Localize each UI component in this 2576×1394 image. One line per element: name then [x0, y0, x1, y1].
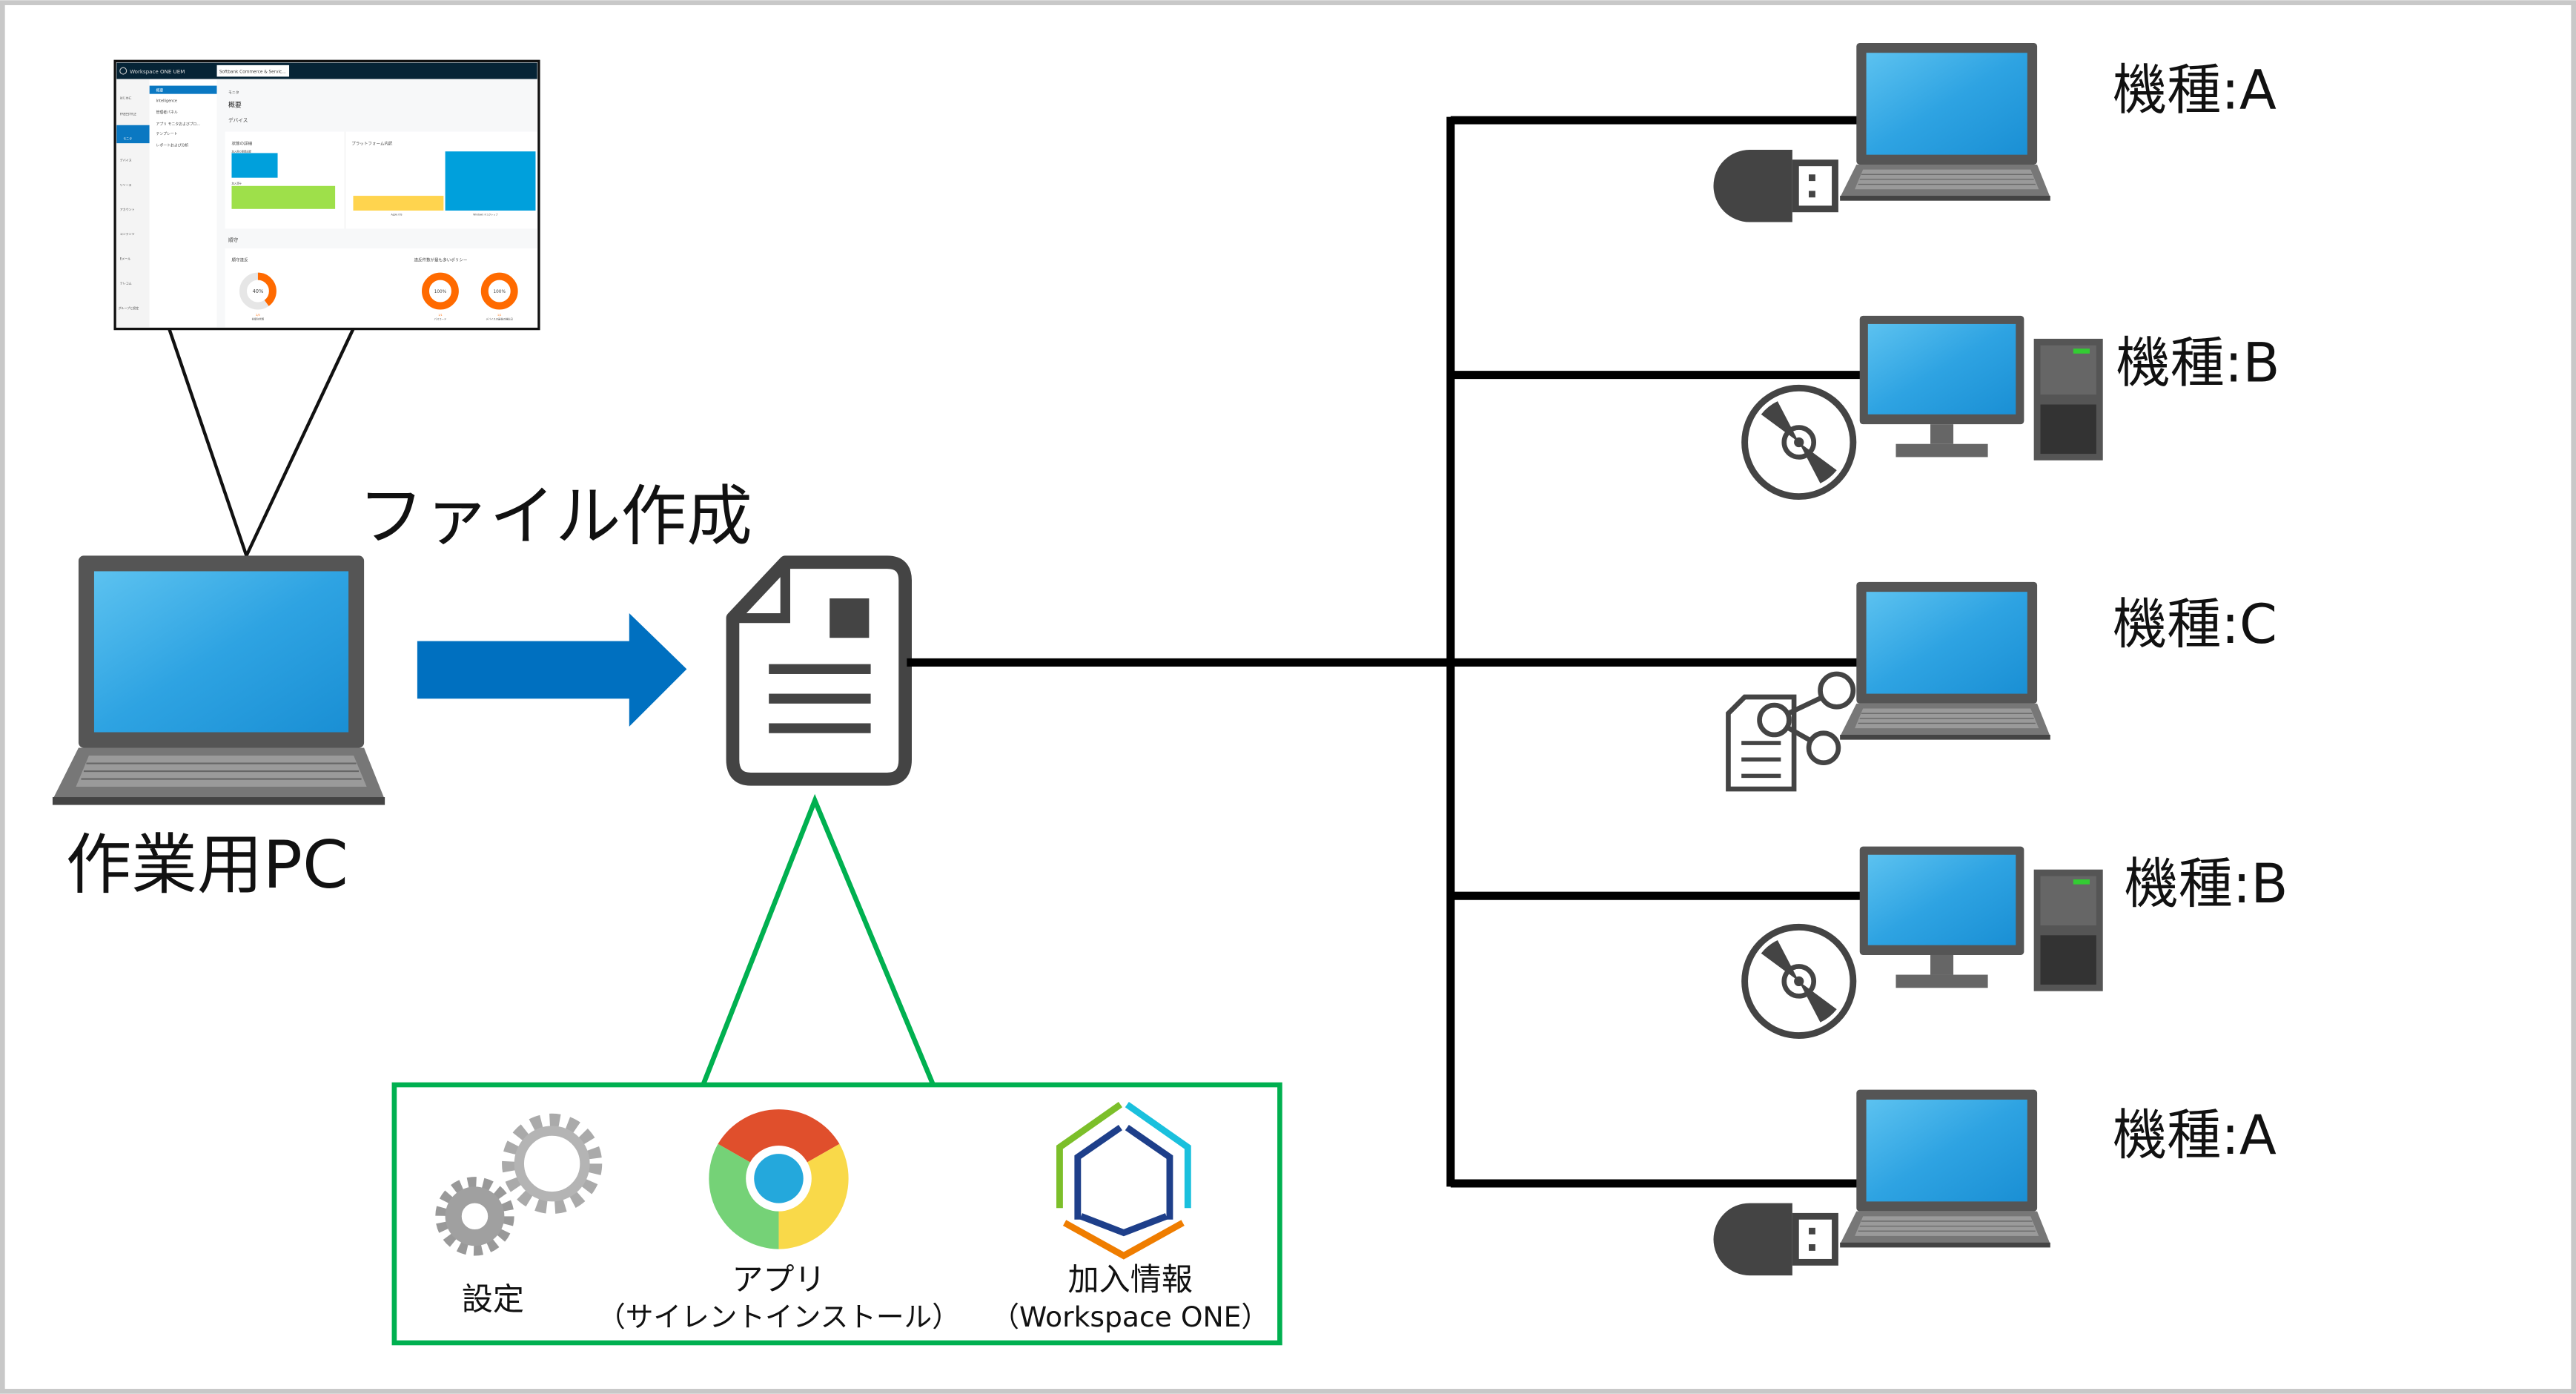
rail-item[interactable]: モニタ — [123, 137, 132, 141]
usb-icon — [1713, 1203, 1838, 1276]
menu-item-overview-active[interactable] — [149, 85, 217, 94]
device-label: 機種:B — [2125, 853, 2288, 916]
enroll-sublabel: （Workspace ONE） — [991, 1301, 1269, 1333]
bar-label: 加入済み — [231, 182, 242, 185]
menu-item[interactable]: Intelligence — [156, 99, 177, 104]
donut-value: 100% — [434, 290, 447, 294]
donut-label: パスコード — [434, 317, 447, 320]
document-icon — [726, 555, 912, 786]
rail-item[interactable]: アカウント — [120, 208, 135, 211]
rail-item[interactable]: テレコム — [120, 282, 132, 285]
card-title: プラットフォーム内訳 — [351, 140, 393, 146]
app-sublabel: （サイレントインストール） — [597, 1301, 960, 1333]
card-title: 順守違反 — [231, 257, 248, 263]
distribution-lines — [907, 116, 1876, 1188]
donut-label: デバイスの最後の検出日 — [486, 317, 513, 320]
rail-item-monitor-active[interactable] — [116, 125, 150, 144]
breadcrumb[interactable]: モニタ — [228, 90, 239, 96]
card-title: 違反件数が最も多いポリシー — [414, 257, 467, 263]
gears-settings-icon — [435, 1113, 603, 1256]
bar-pending — [231, 153, 278, 178]
donut-last-seen — [480, 272, 518, 310]
device-label: 機種:C — [2113, 593, 2277, 656]
uem-logo-icon — [119, 67, 128, 75]
card-title: 状態の詳細 — [231, 140, 252, 146]
donut-ratio: 2/5 — [256, 314, 259, 317]
workspace-one-logo-icon — [1056, 1101, 1191, 1260]
cd-icon — [1745, 927, 1853, 1035]
device-label: 機種:B — [2116, 331, 2279, 394]
menu-item[interactable]: アプリ モニタおよびプロ... — [156, 122, 201, 127]
rail-item[interactable]: Eメール — [120, 257, 130, 260]
org-selector[interactable] — [216, 65, 290, 77]
payload-callout-triangle — [701, 793, 936, 1086]
menu-item[interactable]: 概要 — [156, 87, 164, 93]
org-selector-label: Softbank Commerce & Servic... — [219, 70, 286, 75]
page-title: 概要 — [228, 100, 242, 109]
settings-label: 設定 — [462, 1281, 524, 1318]
menu-item[interactable]: レポートおよび分析 — [156, 143, 189, 148]
device-label: 機種:A — [2113, 59, 2277, 122]
rail-item[interactable]: コンテンツ — [120, 232, 135, 236]
cd-icon — [1745, 388, 1853, 496]
work-pc-laptop-icon — [51, 554, 386, 807]
usb-icon — [1713, 150, 1838, 222]
menu-item[interactable]: テンプレート — [156, 132, 178, 136]
bar-ios — [353, 196, 444, 211]
rail-item[interactable]: デバイス — [120, 159, 132, 162]
arrow-right-icon — [417, 612, 687, 727]
uem-console-screenshot: Workspace ONE UEM Softbank Commerce & Se… — [113, 59, 540, 331]
rail-item[interactable]: FREESTYLE — [120, 112, 137, 116]
device-laptop-icon — [1839, 581, 2051, 741]
donut-passcode — [422, 272, 459, 310]
menu-item[interactable]: 管理者パネル — [156, 110, 178, 115]
enroll-label: 加入情報 — [1068, 1261, 1193, 1298]
uem-app-title: Workspace ONE UEM — [130, 68, 185, 75]
donut-value: 40% — [253, 288, 264, 294]
file-share-icon — [1726, 671, 1856, 792]
device-label: 機種:A — [2113, 1104, 2277, 1167]
device-laptop-icon — [1839, 42, 2051, 202]
device-laptop-icon — [1839, 1089, 2051, 1249]
rail-item[interactable]: グループと設定 — [119, 306, 139, 310]
rail-item[interactable]: リソース — [120, 183, 132, 187]
donut-ratio: 1/1 — [497, 314, 501, 317]
bar-label: 加入用の登録記録 — [231, 149, 251, 153]
rail-item[interactable]: はじめに — [120, 96, 132, 99]
bar-windows — [445, 151, 536, 211]
donut-value: 100% — [493, 290, 506, 294]
app-label: アプリ — [732, 1261, 825, 1298]
axis-label: Apple iOS — [391, 214, 402, 217]
file-create-label: ファイル作成 — [358, 478, 752, 555]
section-title: 順守 — [228, 237, 239, 243]
work-pc-label: 作業用PC — [66, 827, 348, 903]
axis-label: Windows デスクトップ — [473, 213, 498, 217]
donut-ratio: 1/1 — [438, 314, 442, 317]
bar-enrolled — [231, 185, 336, 209]
section-title: デバイス — [228, 116, 248, 123]
chrome-app-icon — [709, 1109, 849, 1249]
donut-label: 非順守状態 — [252, 317, 265, 320]
